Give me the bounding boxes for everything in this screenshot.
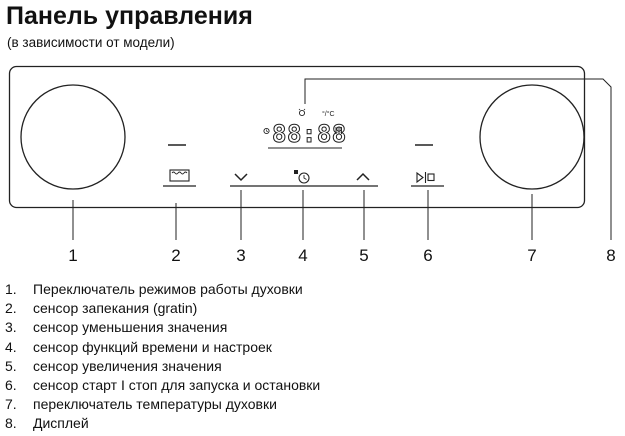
callout-2: 2 [171,246,181,265]
mode-knob-icon[interactable] [20,84,126,190]
display-unit: °/°C [322,110,335,118]
legend-item: 5.сенсор увеличения значения [5,357,222,374]
legend-item: 8.Дисплей [5,415,89,432]
callout-5: 5 [359,246,369,265]
callout-4: 4 [298,246,308,265]
callout-3: 3 [236,246,246,265]
cooking-icon [335,127,342,134]
callout-7: 7 [527,246,537,265]
gratin-icon[interactable] [163,169,196,187]
legend-item: 1.Переключатель режимов работы духовки [5,281,303,297]
legend-item: 7.переключатель температуры духовки [5,396,277,413]
display-digits: 88:88 [272,120,347,148]
callout-8: 8 [606,246,616,265]
callout-1: 1 [68,246,78,265]
legend-item: 6.сенсор старт I стоп для запуска и оста… [5,376,321,393]
legend-item: 3.сенсор уменьшения значения [5,319,228,336]
page-title: Панель управления [6,2,253,30]
start-stop-icon[interactable] [411,171,444,187]
clock-icon[interactable] [294,170,310,184]
temperature-knob-icon[interactable] [479,84,585,190]
legend-list: 1.Переключатель режимов работы духовки 2… [5,280,320,434]
display-clock-icon [263,127,270,135]
display: °/°C 88:88 [263,108,347,149]
page-subtitle: (в зависимости от модели) [7,35,175,50]
callout-6: 6 [423,246,433,265]
chevron-down-icon[interactable] [234,173,248,182]
alarm-bell-icon [298,108,306,117]
chevron-up-icon[interactable] [356,172,370,181]
legend-item: 4.сенсор функций времени и настроек [5,338,272,355]
callout-lines [72,78,612,240]
legend-item: 2.сенсор запекания (gratin) [5,300,198,317]
